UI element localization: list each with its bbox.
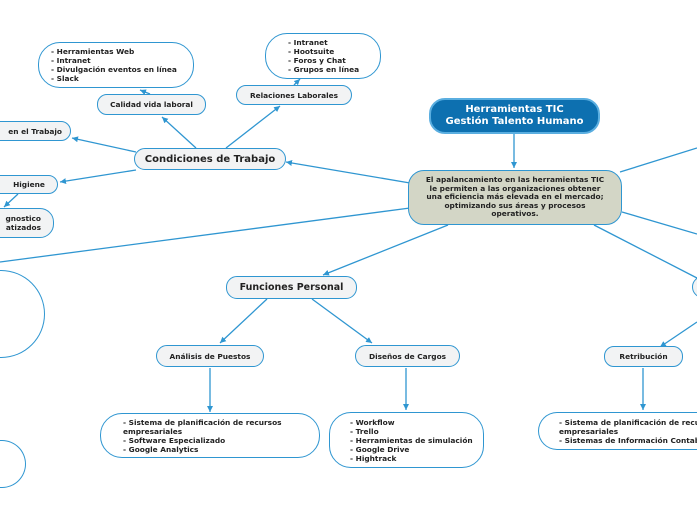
higiene-label: Higiene: [13, 180, 45, 189]
list-item: - Sistema de planificación de recursos: [559, 417, 697, 427]
funciones-personal-label: Funciones Personal: [239, 282, 344, 293]
link-central-funciones: [322, 224, 449, 276]
link-higiene-diagnostico: [3, 193, 19, 208]
list-item: - Intranet: [288, 38, 328, 47]
retribucion-node[interactable]: Retribución: [604, 346, 683, 367]
link-central-right-mid: [621, 211, 697, 235]
list-item: - Google Drive: [350, 444, 410, 454]
relaciones-laborales-list[interactable]: - Intranet - Hootsuite - Foros y Chat - …: [265, 33, 381, 79]
link-condiciones-higiene: [59, 169, 137, 185]
link-central-right-low: [593, 224, 697, 279]
list-item: - Grupos en línea: [288, 65, 360, 74]
list-item: - Sistemas de Información Contable: [559, 435, 697, 445]
diagnostico-line: gnostico: [5, 214, 41, 223]
link-condiciones-relaciones: [225, 105, 281, 149]
disenos-cargos-list[interactable]: - Workflow - Trello - Herramientas de si…: [329, 412, 484, 468]
list-item: - Sistema de planificación de recursos: [123, 417, 282, 427]
retribucion-list[interactable]: - Sistema de planificación de recursos e…: [538, 412, 697, 450]
analisis-puestos-label: Análisis de Puestos: [169, 351, 251, 361]
link-condiciones-calidad: [161, 116, 197, 149]
condiciones-trabajo-label: Condiciones de Trabajo: [144, 153, 276, 165]
list-item: - Herramientas de simulación: [350, 435, 473, 445]
central-line: El apalancamiento en las herramientas TI…: [425, 175, 605, 185]
list-item: empresariales: [123, 426, 183, 436]
link-central-right-top: [619, 147, 697, 173]
calidad-vida-laboral-label: Calidad vida laboral: [110, 100, 193, 109]
relaciones-laborales-label: Relaciones Laborales: [249, 90, 339, 100]
root-title-line-1: Herramientas TIC: [465, 104, 564, 115]
trabajo-label: en el Trabajo: [8, 126, 62, 136]
link-funciones-analisis: [219, 298, 268, 344]
central-line: operativos.: [491, 209, 539, 219]
funciones-personal-node[interactable]: Funciones Personal: [226, 276, 357, 299]
link-central-left-offscreen: [0, 207, 411, 263]
diagnostico-line: atizados: [5, 223, 41, 232]
list-item: - Software Especializado: [123, 435, 226, 445]
list-item: - Workflow: [350, 417, 395, 427]
trabajo-node[interactable]: en el Trabajo: [0, 121, 71, 141]
central-line: le permiten a las organizaciones obtener: [429, 183, 601, 193]
disenos-cargos-node[interactable]: Diseños de Cargos: [355, 345, 460, 367]
condiciones-trabajo-node[interactable]: Condiciones de Trabajo: [134, 148, 286, 170]
list-item: - Divulgación eventos en línea: [51, 65, 177, 74]
central-line: optimizando sus áreas y procesos: [444, 200, 586, 210]
analisis-puestos-node[interactable]: Análisis de Puestos: [156, 345, 264, 367]
root-node[interactable]: Herramientas TIC Gestión Talento Humano: [429, 98, 600, 134]
link-condiciones-trabajo: [71, 136, 137, 153]
link-calidad-list: [139, 89, 151, 96]
central-node[interactable]: El apalancamiento en las herramientas TI…: [408, 170, 622, 225]
analisis-puestos-list[interactable]: - Sistema de planificación de recursos e…: [100, 413, 320, 458]
calidad-vida-laboral-node[interactable]: Calidad vida laboral: [97, 94, 206, 115]
disenos-cargos-label: Diseños de Cargos: [368, 351, 447, 361]
root-title-line-2: Gestión Talento Humano: [445, 116, 584, 127]
diagnostico-node[interactable]: gnostico atizados: [0, 208, 54, 238]
list-item: empresariales: [559, 426, 619, 436]
list-item: - Herramientas Web: [51, 47, 135, 56]
list-item: - Intranet: [51, 56, 91, 65]
relaciones-laborales-node[interactable]: Relaciones Laborales: [236, 85, 352, 105]
list-item: - Trello: [350, 426, 379, 436]
list-item: - Slack: [51, 74, 79, 83]
retribucion-label: Retribución: [619, 352, 668, 361]
list-item: - Hootsuite: [288, 47, 335, 56]
list-item: - Hightrack: [350, 453, 397, 463]
link-right-retribucion: [659, 321, 697, 348]
central-line: una eficiencia más elevada en el mercado…: [426, 192, 604, 202]
link-funciones-disenos: [311, 298, 373, 344]
higiene-node[interactable]: Higiene: [0, 175, 58, 194]
list-item: - Google Analytics: [123, 444, 199, 454]
list-item: - Foros y Chat: [288, 56, 346, 65]
link-central-condiciones: [285, 160, 411, 184]
link-relaciones-list: [293, 78, 301, 86]
calidad-vida-laboral-list[interactable]: - Herramientas Web - Intranet - Divulgac…: [38, 42, 194, 88]
